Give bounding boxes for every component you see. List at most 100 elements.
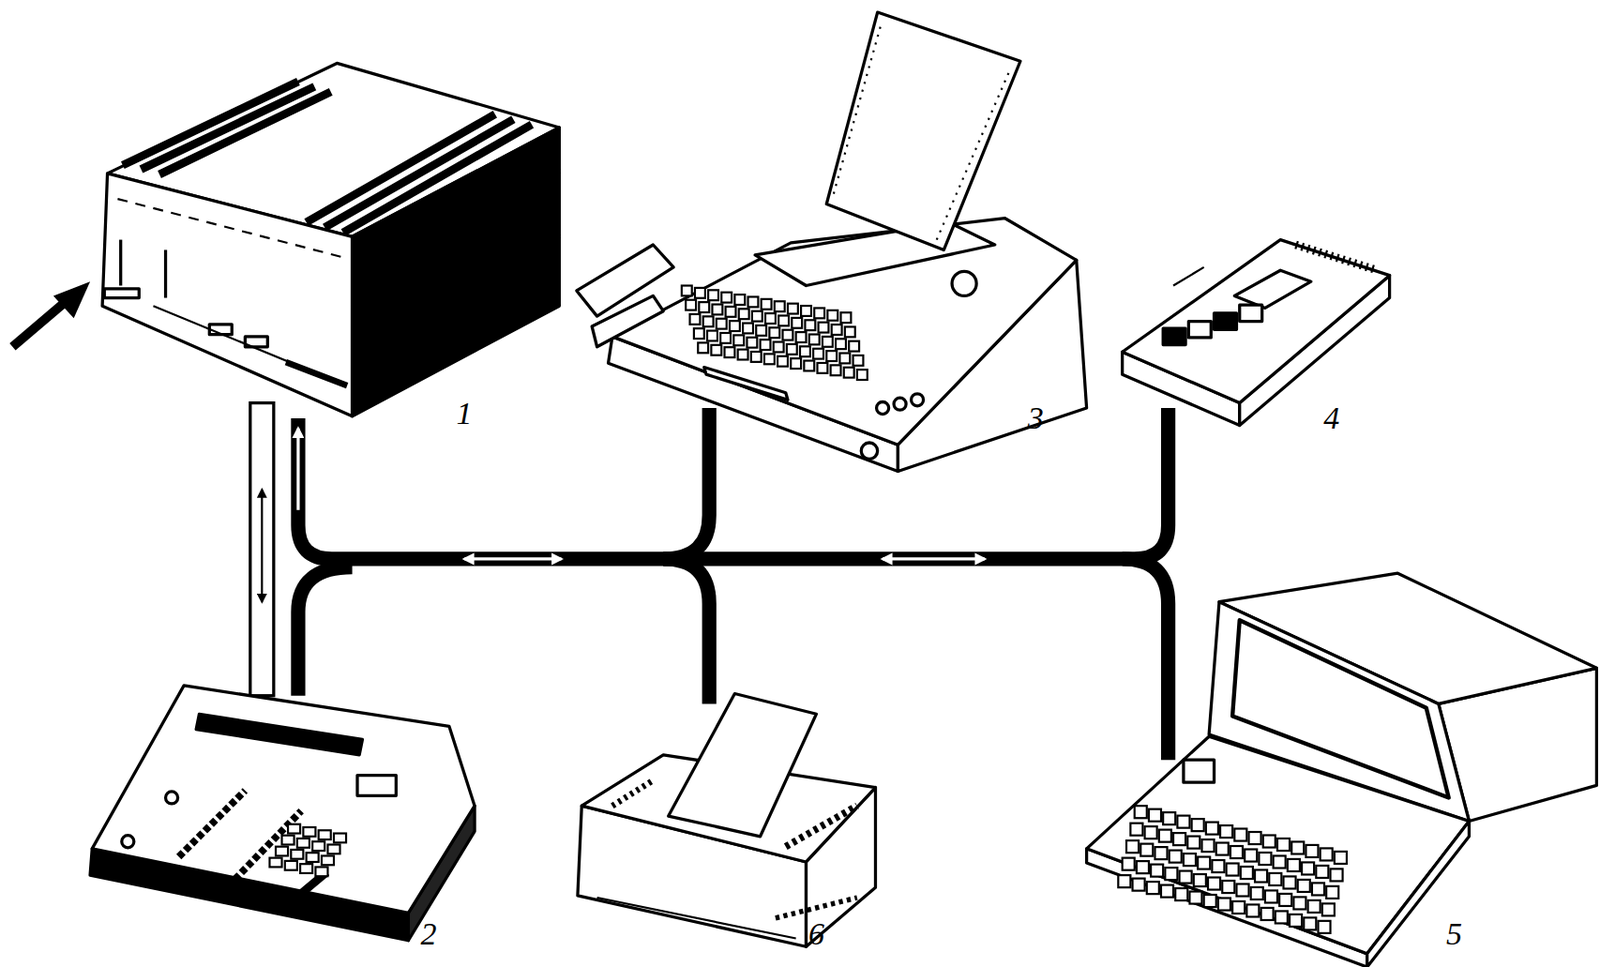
key <box>1216 843 1229 856</box>
key <box>1130 823 1143 836</box>
key <box>1312 882 1325 895</box>
panel-line <box>164 249 167 298</box>
key <box>721 292 732 303</box>
key <box>1308 900 1321 913</box>
key <box>841 312 852 323</box>
key <box>306 852 319 862</box>
key <box>800 305 812 317</box>
key <box>685 300 696 311</box>
key <box>778 315 789 326</box>
key <box>739 308 750 319</box>
key <box>1161 885 1174 898</box>
key <box>818 322 830 333</box>
key <box>690 314 701 325</box>
key <box>1214 313 1238 330</box>
panel-line <box>286 362 348 386</box>
bus-arrow <box>296 428 300 511</box>
key <box>1249 831 1262 845</box>
keyboard-side <box>1367 820 1470 967</box>
key <box>1291 841 1304 854</box>
key <box>803 361 815 372</box>
slider <box>179 790 246 858</box>
vent <box>775 897 858 919</box>
key <box>1187 836 1200 849</box>
button <box>166 791 179 804</box>
key <box>813 348 824 360</box>
key <box>711 304 723 316</box>
key <box>764 353 775 364</box>
keyboard-front <box>1086 848 1368 967</box>
key <box>800 346 811 357</box>
paper <box>668 694 817 837</box>
key <box>755 325 767 336</box>
key <box>1258 852 1271 865</box>
panel-line <box>117 198 342 257</box>
key <box>1317 920 1330 934</box>
key <box>1150 864 1163 877</box>
key <box>1188 321 1211 338</box>
key <box>1197 857 1210 870</box>
callout-number: 4 <box>1323 402 1340 435</box>
key <box>1193 874 1207 887</box>
key <box>1175 888 1188 901</box>
panel-line <box>597 897 797 939</box>
key <box>1298 879 1311 892</box>
key <box>796 332 807 343</box>
key <box>318 830 332 840</box>
key <box>681 286 693 297</box>
key <box>1126 840 1139 853</box>
vent <box>785 805 858 847</box>
key <box>327 844 340 854</box>
key <box>751 351 762 363</box>
key <box>1183 853 1196 866</box>
key <box>729 320 740 332</box>
key <box>738 349 749 361</box>
key <box>777 356 788 367</box>
key <box>845 326 856 337</box>
key <box>1251 887 1264 900</box>
key <box>1201 839 1214 852</box>
key <box>1261 907 1274 921</box>
key <box>716 318 727 330</box>
key <box>1189 891 1202 905</box>
key <box>710 345 722 356</box>
key <box>302 827 316 837</box>
button <box>911 393 924 407</box>
key <box>1132 878 1146 891</box>
tape-reader <box>591 295 664 347</box>
key <box>1254 869 1268 882</box>
key <box>1326 886 1339 899</box>
key <box>1148 809 1162 822</box>
callout-number: 6 <box>808 918 825 951</box>
key <box>1204 894 1217 907</box>
knob <box>951 271 977 296</box>
key <box>333 833 347 844</box>
callout-number: 2 <box>420 918 437 951</box>
key <box>1287 859 1300 872</box>
input-arrow <box>12 300 68 348</box>
key <box>857 369 868 380</box>
key <box>765 313 776 324</box>
key <box>1320 847 1333 861</box>
key <box>1162 328 1186 345</box>
key <box>694 328 705 339</box>
key <box>1322 903 1335 916</box>
panel <box>1183 759 1215 783</box>
key <box>787 303 799 315</box>
channel <box>250 403 274 696</box>
cassette-window <box>1234 270 1312 308</box>
key <box>822 336 833 348</box>
key <box>844 367 855 378</box>
key <box>1303 917 1316 930</box>
key <box>1277 838 1290 851</box>
callout-number: 1 <box>456 397 473 430</box>
key <box>1211 860 1224 873</box>
key <box>1240 866 1253 879</box>
teletype <box>576 12 1087 471</box>
display-terminal <box>1086 573 1598 967</box>
computer-unit <box>102 62 559 416</box>
vent <box>612 780 654 806</box>
key <box>791 317 802 329</box>
key <box>742 323 754 334</box>
key <box>275 846 288 857</box>
